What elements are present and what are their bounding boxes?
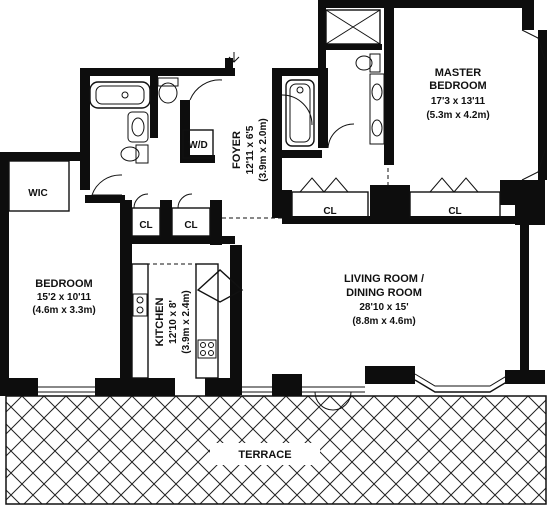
terrace: TERRACE bbox=[5, 395, 547, 505]
terrace-label: TERRACE bbox=[238, 449, 291, 461]
living-dim-imperial: 28'10 x 15' bbox=[359, 302, 408, 313]
foyer-dim-metric: (3.9m x 2.0m) bbox=[258, 118, 269, 181]
foyer: FOYER 12'11 x 6'5 (3.9m x 2.0m) bbox=[222, 94, 313, 219]
master-dim-metric: (5.3m x 4.2m) bbox=[426, 110, 489, 121]
living-name-line1: LIVING ROOM / bbox=[344, 273, 424, 285]
kitchen-dim-imperial: 12'10 x 8' bbox=[168, 300, 179, 344]
closets: CL CL CL CL bbox=[131, 177, 501, 237]
closet-label-1: CL bbox=[323, 206, 336, 217]
master-name-line2: BEDROOM bbox=[429, 80, 486, 92]
kitchen-dim-metric: (3.9m x 2.4m) bbox=[181, 290, 192, 353]
kitchen-name: KITCHEN bbox=[154, 298, 166, 347]
foyer-name: FOYER bbox=[231, 131, 243, 169]
closet-label-2: CL bbox=[448, 206, 461, 217]
bedroom-dim-metric: (4.6m x 3.3m) bbox=[32, 305, 95, 316]
closet-label-4: CL bbox=[184, 220, 197, 231]
walls bbox=[0, 0, 547, 396]
living-dim-metric: (8.8m x 4.6m) bbox=[352, 316, 415, 327]
living-name-line2: DINING ROOM bbox=[346, 287, 422, 299]
second-bath: W/D bbox=[89, 52, 240, 164]
bedroom: WIC BEDROOM 15'2 x 10'11 (4.6m x 3.3m) bbox=[8, 160, 123, 393]
master-dim-imperial: 17'3 x 13'11 bbox=[431, 96, 486, 107]
master-bath bbox=[285, 9, 389, 190]
bedroom-dim-imperial: 15'2 x 10'11 bbox=[37, 292, 92, 303]
wic-label: WIC bbox=[28, 188, 47, 199]
living-dining-room: LIVING ROOM / DINING ROOM 28'10 x 15' (8… bbox=[240, 273, 511, 411]
wd-label: W/D bbox=[188, 140, 207, 151]
master-name-line1: MASTER bbox=[435, 67, 482, 79]
closet-label-3: CL bbox=[139, 220, 152, 231]
master-bedroom: MASTER BEDROOM 17'3 x 13'11 (5.3m x 4.2m… bbox=[426, 29, 546, 181]
foyer-dim-imperial: 12'11 x 6'5 bbox=[245, 125, 256, 174]
bedroom-name: BEDROOM bbox=[35, 278, 92, 290]
kitchen: KITCHEN 12'10 x 8' (3.9m x 2.4m) bbox=[131, 263, 244, 379]
